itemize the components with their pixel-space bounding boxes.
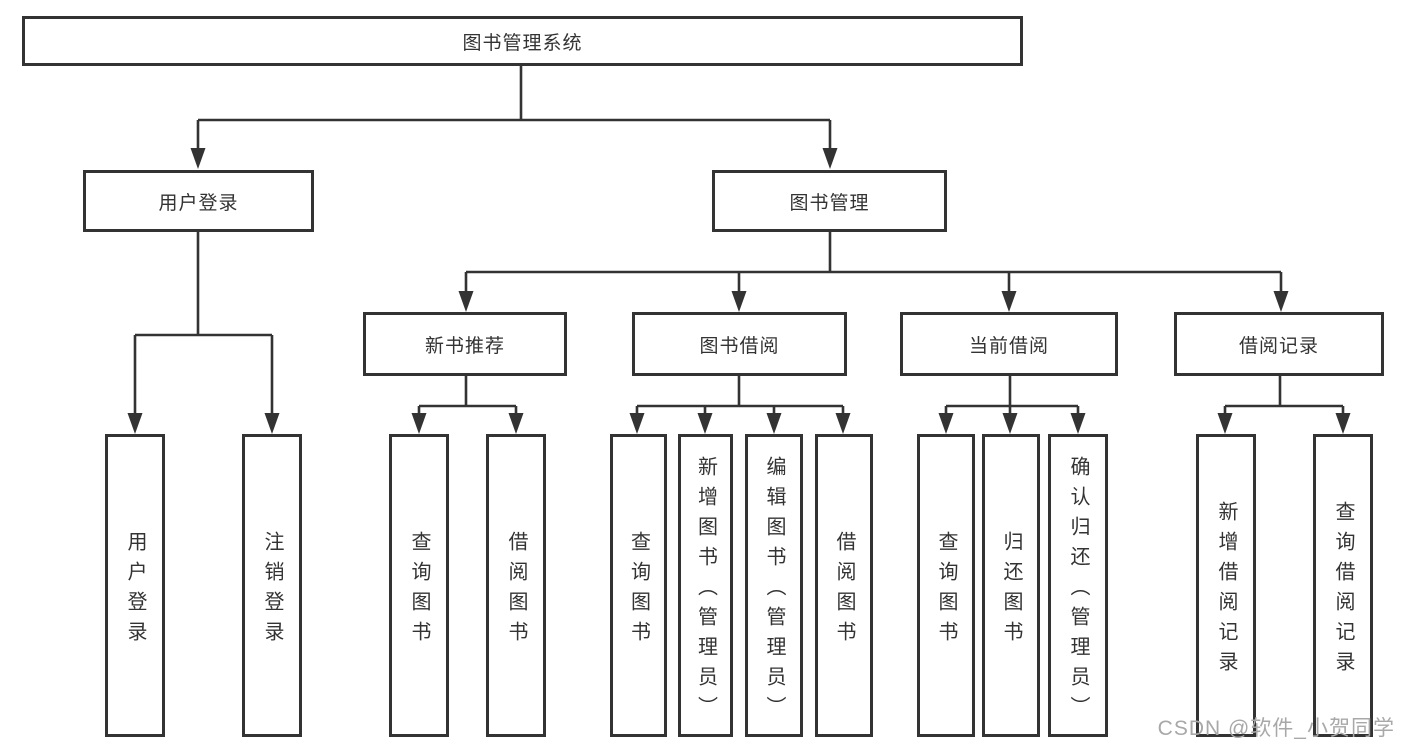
- leaf-add-borrow-record: 新增借阅记录: [1196, 434, 1256, 737]
- csdn-watermark: CSDN @软件_小贺同学: [1157, 717, 1395, 740]
- leaf-label: 查询图书: [627, 530, 650, 651]
- leaf-label: 查询图书: [408, 530, 430, 651]
- leaf-label: 查询图书: [935, 530, 957, 651]
- leaf-label: 查询借阅记录: [1332, 500, 1354, 681]
- node-label: 新书推荐: [424, 335, 505, 357]
- node-book-management-system: 图书管理系统: [22, 16, 1023, 66]
- node-user-login: 用户登录: [83, 170, 314, 232]
- leaf-label: 确认归还（管理员）: [1067, 455, 1089, 726]
- leaf-label: 用户登录: [124, 530, 146, 651]
- node-label: 当前借阅: [968, 335, 1049, 357]
- leaf-borrow-books-borrowing: 借阅图书: [815, 434, 873, 737]
- leaf-logout: 注销登录: [242, 434, 302, 737]
- leaf-user-login: 用户登录: [105, 434, 165, 737]
- node-label: 图书管理: [789, 192, 870, 214]
- leaf-borrow-books-recommend: 借阅图书: [486, 434, 546, 737]
- leaf-edit-books-admin: 编辑图书（管理员）: [745, 434, 803, 737]
- leaf-label: 新增借阅记录: [1215, 500, 1237, 681]
- leaf-label: 借阅图书: [505, 530, 527, 651]
- leaf-label: 编辑图书（管理员）: [763, 455, 785, 726]
- leaf-add-books-admin: 新增图书（管理员）: [678, 434, 733, 737]
- node-label: 用户登录: [158, 192, 239, 214]
- leaf-label: 注销登录: [261, 530, 283, 651]
- leaf-query-books-current: 查询图书: [917, 434, 975, 737]
- leaf-label: 归还图书: [1000, 530, 1022, 651]
- leaf-label: 借阅图书: [833, 530, 855, 651]
- leaf-confirm-return-admin: 确认归还（管理员）: [1048, 434, 1108, 737]
- leaf-return-books: 归还图书: [982, 434, 1040, 737]
- node-book-management: 图书管理: [712, 170, 947, 232]
- node-label: 图书管理系统: [462, 32, 583, 54]
- leaf-query-borrow-record: 查询借阅记录: [1313, 434, 1373, 737]
- node-label: 图书借阅: [699, 335, 780, 357]
- node-borrowing-records: 借阅记录: [1174, 312, 1384, 376]
- leaf-query-books-borrowing: 查询图书: [610, 434, 667, 737]
- node-current-borrowing: 当前借阅: [900, 312, 1118, 376]
- leaf-query-books-recommend: 查询图书: [389, 434, 449, 737]
- node-label: 借阅记录: [1238, 335, 1319, 357]
- node-new-book-recommend: 新书推荐: [363, 312, 567, 376]
- leaf-label: 新增图书（管理员）: [694, 455, 717, 726]
- node-book-borrowing: 图书借阅: [632, 312, 847, 376]
